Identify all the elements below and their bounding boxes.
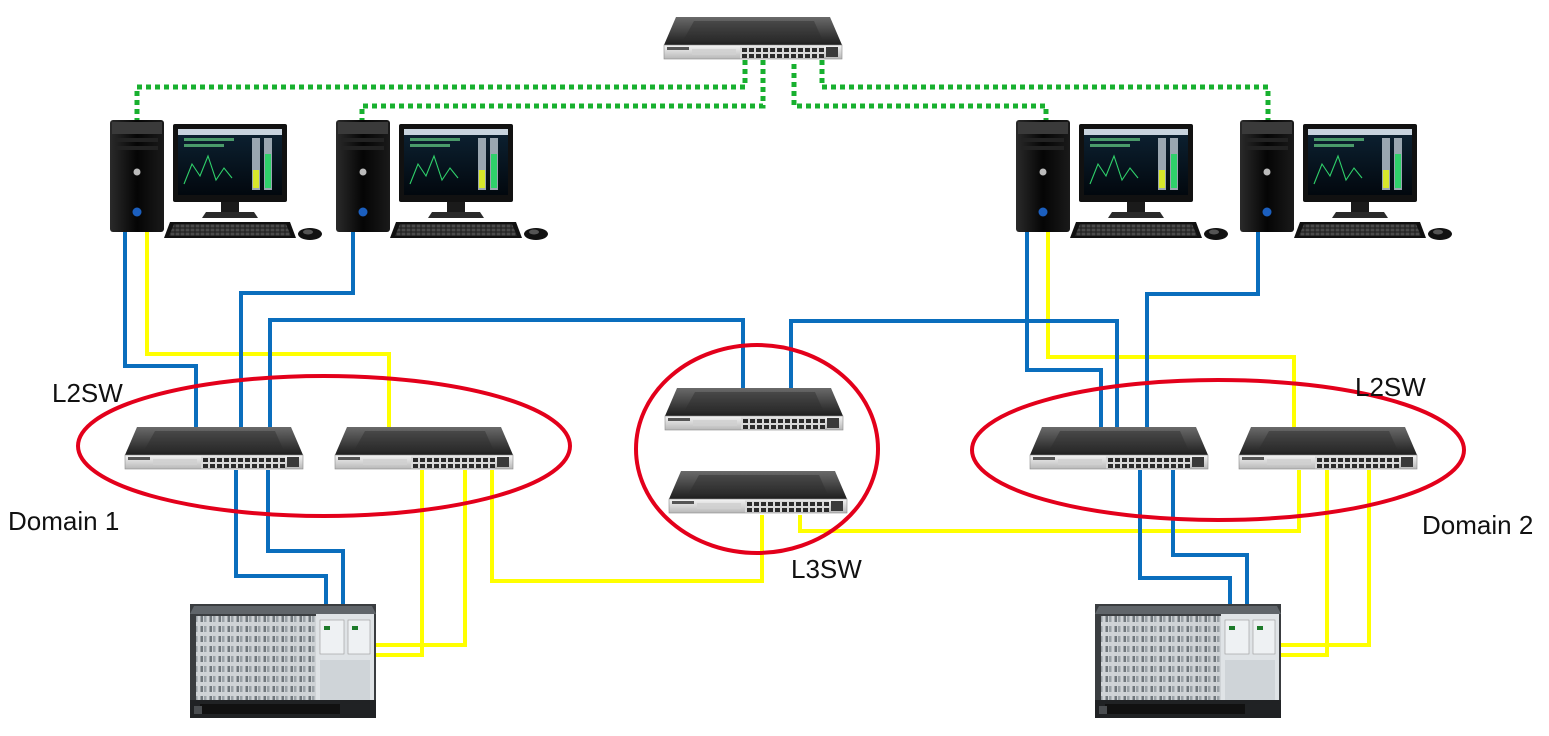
workstation-4 [1239,119,1453,241]
l3sw-label: L3SW [791,554,862,584]
l2sw-left-label: L2SW [52,378,123,408]
domain2-l2sw-group [970,378,1466,522]
ctrl-link-ws2 [239,232,355,450]
l3-switch-a [664,387,844,431]
info-link-ws3 [791,60,1049,123]
core-switch [663,16,843,60]
io-link-ws3-l2sw [1046,232,1296,450]
l2-switch-domain2-a [1029,426,1209,470]
l2-switch-domain1-a [124,426,304,470]
controller-domain2 [1094,603,1282,719]
workstation-2 [335,119,549,241]
l3sw-group [634,343,880,555]
info-link-ws2 [359,60,766,123]
domain1-label: Domain 1 [8,506,119,536]
ctrl-link-l2sw-ctrl2-b [1171,470,1249,630]
domain1-l2sw-group [76,374,572,518]
workstation-3 [1015,119,1229,241]
ctrl-link-l2sw-l3sw [268,318,745,450]
domain2-label: Domain 2 [1422,510,1533,540]
information-network-links [134,60,1271,123]
ctrl-link-ws3 [1025,232,1103,450]
ctrl-link-l2sw-ctrl1-b [266,470,345,630]
info-link-ws4 [819,60,1271,123]
l2sw-right-label: L2SW [1355,372,1426,402]
io-link-l2sw-l3sw [490,470,764,583]
controller-domain1 [189,603,377,719]
l2-switch-domain1-b [334,426,514,470]
workstation-1 [109,119,323,241]
l2-switch-domain2-b [1238,426,1418,470]
info-link-ws1 [134,60,748,123]
ctrl-link-l2sw-ctrl1-a [234,470,328,630]
io-link-l3sw-l2sw-right [798,470,1301,533]
ctrl-link-ws4 [1145,232,1260,450]
domain-outlines [76,343,1466,555]
ctrl-link-ws1 [123,232,198,450]
l3-switch-b [668,470,848,514]
